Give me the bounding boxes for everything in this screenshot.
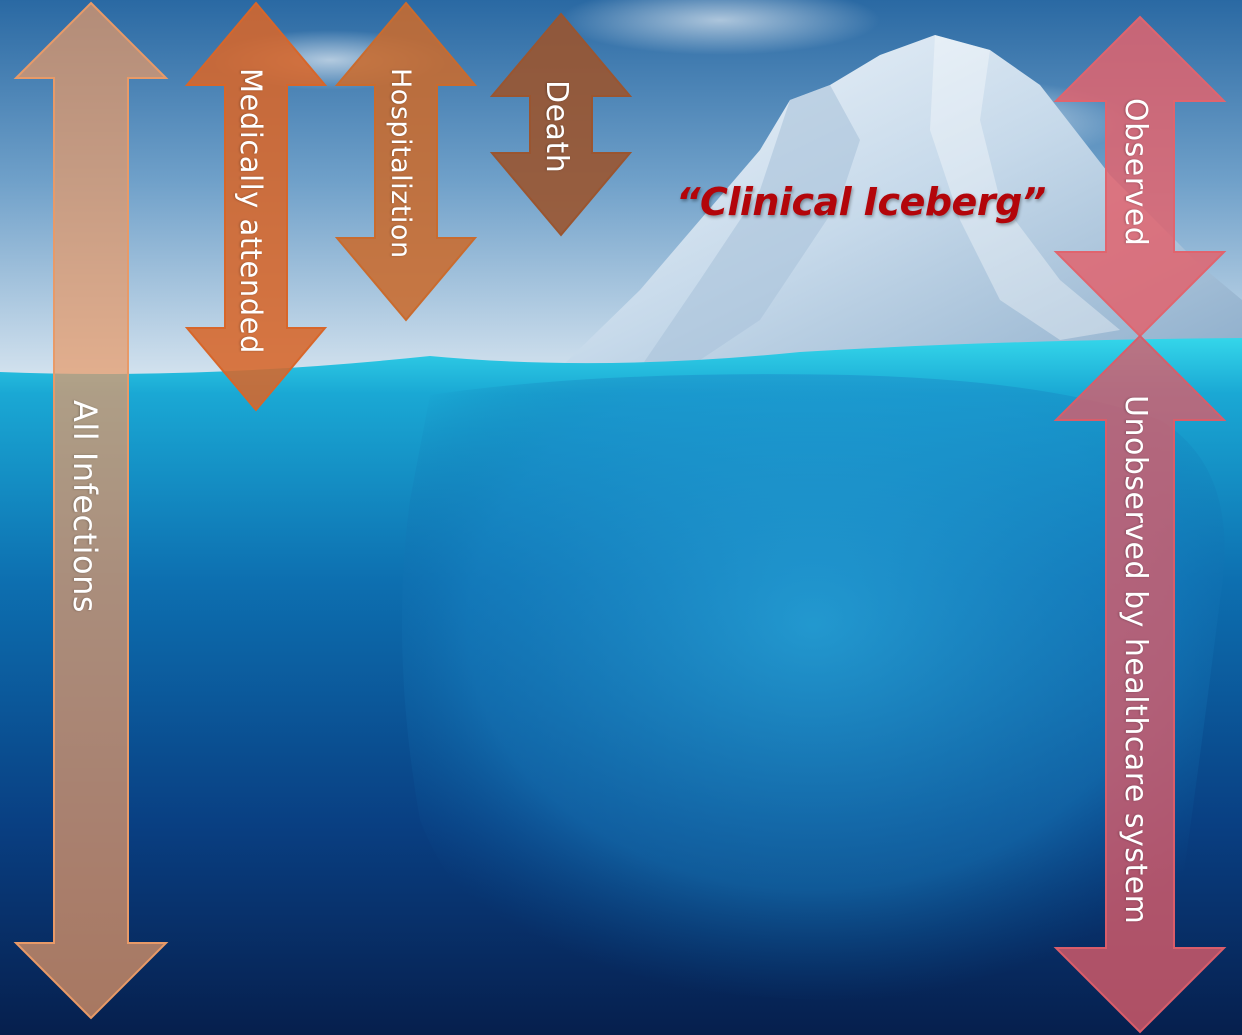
death-label: Death xyxy=(541,80,571,173)
all-infections-label: All Infections xyxy=(69,400,101,613)
hospitalization-label: Hospitaliztion xyxy=(387,68,414,259)
medically-attended-label: Medically attended xyxy=(236,68,265,354)
observed-label: Observed xyxy=(1120,98,1150,246)
clinical-iceberg-title: “Clinical Iceberg” xyxy=(676,180,1046,224)
unobserved-label: Unobserved by healthcare system xyxy=(1120,395,1150,924)
